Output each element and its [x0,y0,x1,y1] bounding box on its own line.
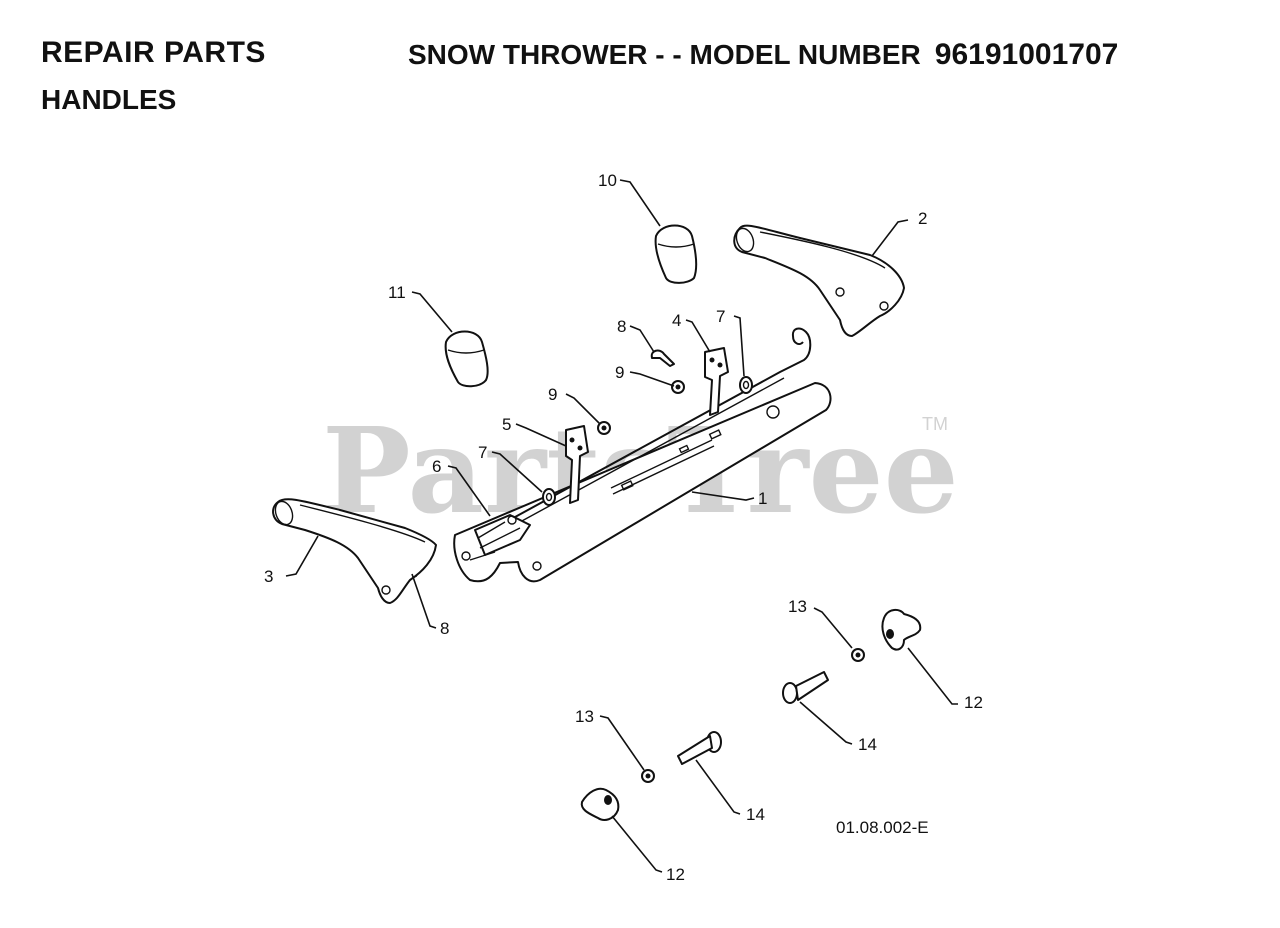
upper-knob-part [881,608,922,651]
right-handle-part [733,224,905,337]
right-clip-part [650,349,675,367]
diagram-reference-code: 01.08.002-E [836,818,929,837]
callout-left-bracket: 5 [502,415,511,434]
callout-left-bushing: 7 [478,443,487,462]
callout-right-bracket: 4 [672,311,681,330]
panel-part [453,382,832,583]
callout-upper-bolt: 14 [858,735,877,754]
watermark-trademark: TM [922,414,948,434]
left-grip-part [444,330,489,388]
lower-knob-part [580,787,620,821]
right-grip-part [654,224,698,284]
callout-left-nut: 9 [548,385,557,404]
section-title: REPAIR PARTS [41,36,266,69]
model-heading: SNOW THROWER - - MODEL NUMBER 96191001707 [408,38,1118,72]
callout-left-clip: 8 [440,619,449,638]
model-number: 96191001707 [934,38,1119,71]
lower-washer-part [641,769,655,783]
callout-lower-washer: 13 [575,707,594,726]
callout-upper-washer: 13 [788,597,807,616]
callout-lower-bolt: 14 [746,805,765,824]
callout-upper-knob: 12 [964,693,983,712]
callout-right-nut: 9 [615,363,624,382]
callout-right-grip: 10 [598,171,617,190]
model-label: SNOW THROWER - - MODEL NUMBER [408,39,921,70]
left-nut-part [597,421,611,435]
callout-right-handle: 2 [918,209,927,228]
lower-bolt-part [677,731,722,765]
callout-panel: 1 [758,489,767,508]
callout-left-lever: 6 [432,457,441,476]
right-bracket-part [704,347,729,416]
right-nut-part [671,380,685,394]
callout-right-clip: 8 [617,317,626,336]
callout-right-bushing: 7 [716,307,725,326]
callout-left-grip: 11 [388,283,406,302]
left-lever-part [474,514,531,556]
upper-washer-part [851,648,865,662]
left-bushing-part [542,488,556,506]
right-bushing-part [739,376,753,394]
leader-lines [285,179,958,873]
subsection-title: HANDLES [41,84,177,115]
shaft-rod [494,327,812,535]
left-bracket-part [565,425,589,504]
callout-lower-knob: 12 [666,865,685,884]
upper-bolt-part [782,671,829,704]
left-handle-part [272,498,437,604]
callout-left-handle: 3 [264,567,273,586]
